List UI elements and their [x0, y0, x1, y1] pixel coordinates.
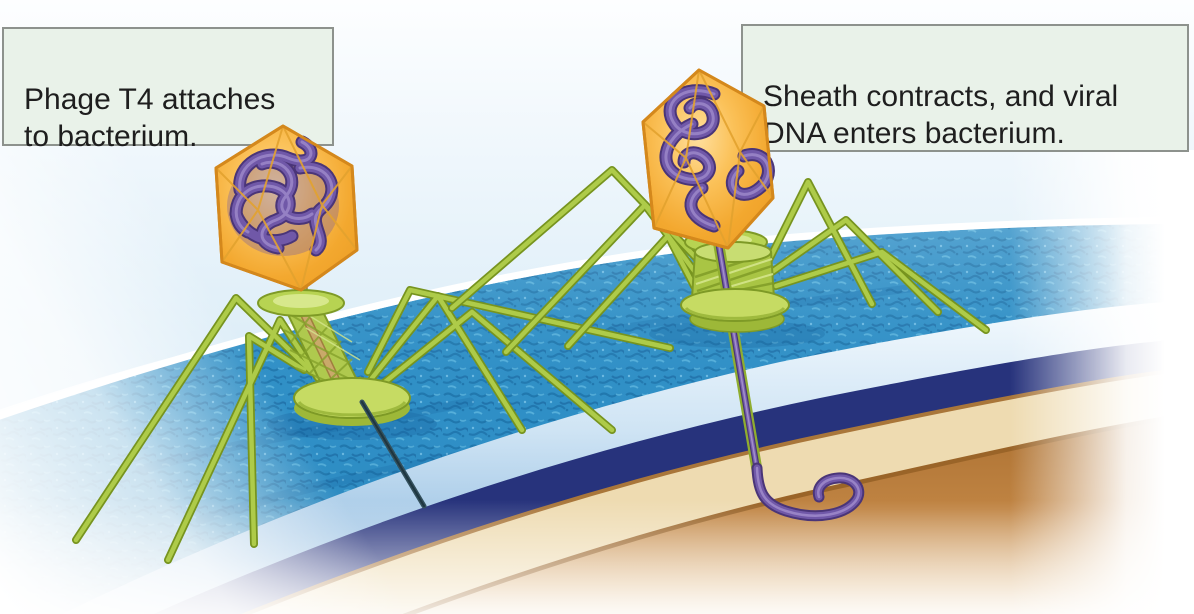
callout-step1-text: Phage T4 attaches to bacterium. — [24, 82, 276, 154]
callout-step1: Phage T4 attaches to bacterium. — [2, 27, 334, 153]
callout-step2: Sheath contracts, and viral DNA enters b… — [741, 24, 1189, 152]
callout-step2-text: Sheath contracts, and viral DNA enters b… — [763, 79, 1119, 151]
fade-right — [1005, 150, 1194, 614]
